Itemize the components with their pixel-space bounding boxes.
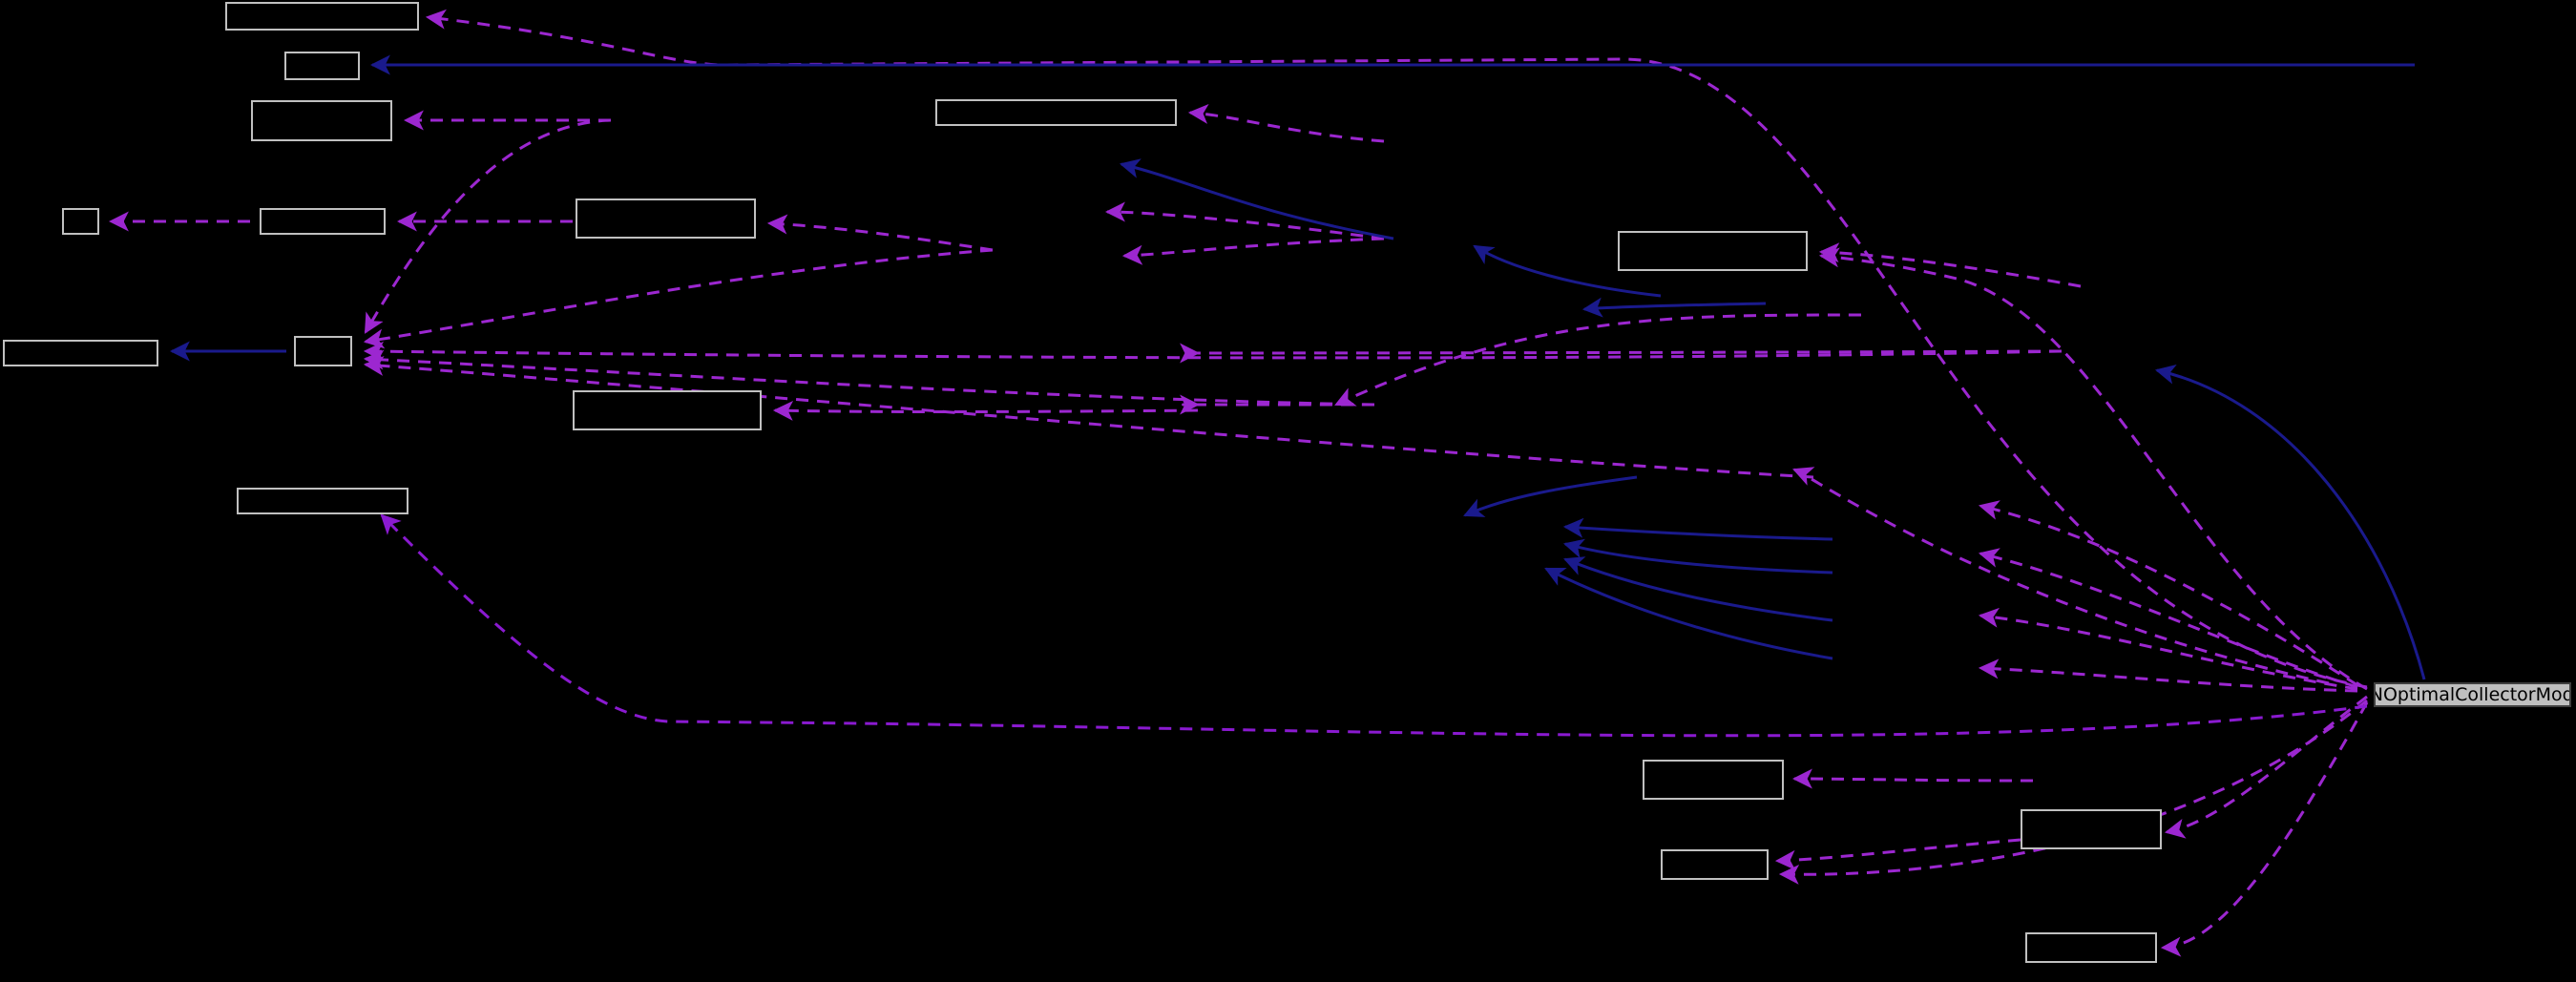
graph-node[interactable] <box>251 100 392 141</box>
graph-node[interactable] <box>2025 932 2157 963</box>
graph-node[interactable] <box>237 488 408 514</box>
graph-node[interactable] <box>284 52 360 80</box>
graph-node[interactable] <box>1643 760 1784 800</box>
graph-node[interactable] <box>935 99 1177 126</box>
graph-node-label: eclNOptimalCollectorModule <box>2376 683 2569 705</box>
graph-node[interactable] <box>1618 231 1808 271</box>
graph-node[interactable] <box>2021 809 2162 849</box>
graph-node[interactable] <box>3 340 158 366</box>
graph-node[interactable] <box>1661 849 1769 880</box>
graph-node-focus[interactable]: eclNOptimalCollectorModule <box>2374 682 2571 707</box>
graph-node[interactable] <box>260 208 386 235</box>
graph-node[interactable] <box>576 198 756 239</box>
graph-node[interactable] <box>62 208 99 235</box>
graph-node[interactable] <box>225 2 419 31</box>
graph-node[interactable] <box>294 336 352 366</box>
graph-node[interactable] <box>573 390 762 430</box>
